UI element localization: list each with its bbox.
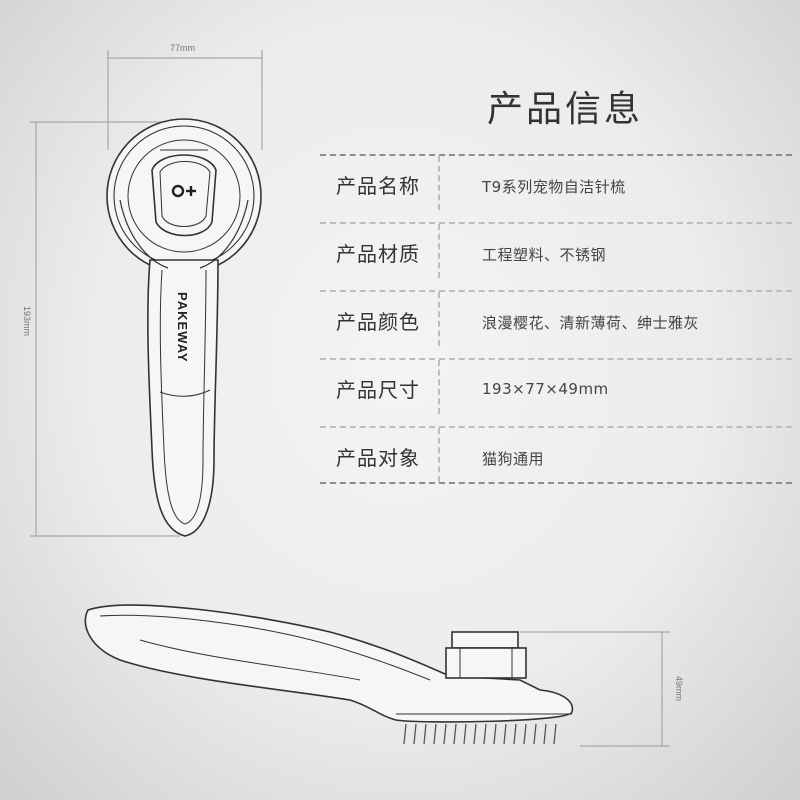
spec-value: 工程塑料、不锈钢 <box>482 246 607 264</box>
brush-bristles <box>403 723 557 745</box>
spec-label: 产品材质 <box>336 242 420 266</box>
spec-row-material: 产品材质 工程塑料、不锈钢 <box>320 222 792 278</box>
spec-value: 193×77×49mm <box>482 380 609 398</box>
depth-dimension <box>520 631 670 747</box>
spec-row-name: 产品名称 T9系列宠物自洁针梳 <box>320 154 792 210</box>
spec-value: 猫狗通用 <box>482 450 545 468</box>
spec-label: 产品名称 <box>336 174 420 198</box>
spec-row-target: 产品对象 猫狗通用 <box>320 426 792 484</box>
spec-value: 浪漫樱花、清新薄荷、绅士雅灰 <box>482 314 700 332</box>
spec-table: 产品名称 T9系列宠物自洁针梳 产品材质 工程塑料、不锈钢 产品颜色 浪漫樱花、… <box>320 154 792 496</box>
spec-row-size: 产品尺寸 193×77×49mm <box>320 358 792 414</box>
spec-value: T9系列宠物自洁针梳 <box>482 178 626 196</box>
width-dimension <box>107 50 263 150</box>
brush-top-view <box>106 118 262 537</box>
brush-side-view <box>84 604 574 723</box>
spec-label: 产品尺寸 <box>336 378 420 402</box>
spec-label: 产品颜色 <box>336 310 420 334</box>
page-title: 产品信息 <box>487 89 644 130</box>
spec-label: 产品对象 <box>336 446 420 470</box>
release-button-icon <box>171 184 196 198</box>
width-label: 77mm <box>170 43 195 53</box>
brand-logo: PAKEWAY <box>175 292 190 363</box>
spec-row-color: 产品颜色 浪漫樱花、清新薄荷、绅士雅灰 <box>320 290 792 346</box>
depth-label: 49mm <box>674 676 684 701</box>
height-label: 193mm <box>22 306 32 336</box>
